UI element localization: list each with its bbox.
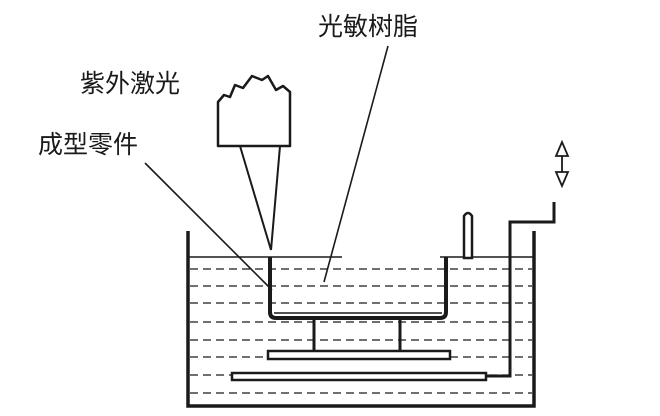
resin-leader-line — [323, 45, 389, 283]
laser-beam-right — [270, 145, 281, 251]
recoater-blade — [462, 211, 474, 260]
build-platform — [230, 371, 488, 382]
label-laser: 紫外激光 — [80, 69, 180, 98]
support-plate — [266, 349, 452, 361]
formed-part — [268, 257, 448, 320]
resin-vat — [186, 231, 536, 408]
up-down-arrow-icon — [554, 139, 570, 189]
label-resin: 光敏树脂 — [318, 12, 418, 41]
label-part: 成型零件 — [38, 130, 138, 159]
laser-beam-left — [239, 145, 272, 251]
lift-arm — [486, 202, 556, 378]
laser-source-icon — [216, 74, 292, 148]
part-leader-line — [144, 162, 273, 291]
